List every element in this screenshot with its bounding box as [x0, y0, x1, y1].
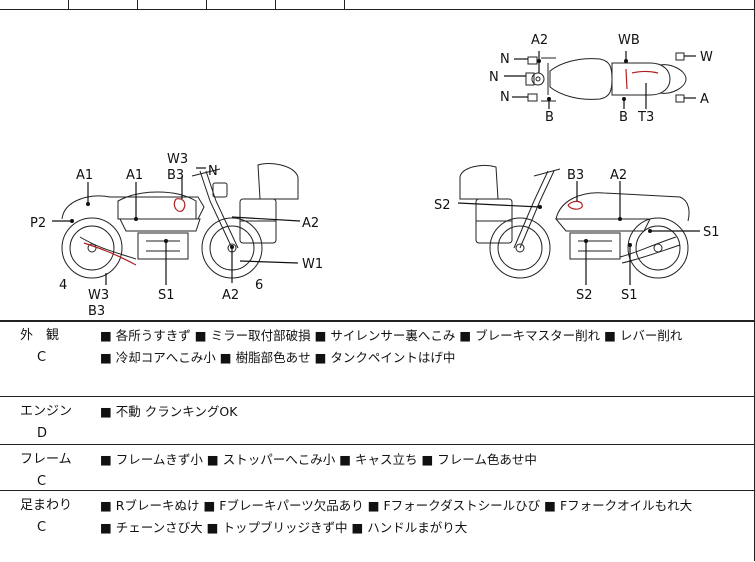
damage-mark-right-tank — [567, 200, 583, 210]
marker-label: W1 — [302, 257, 323, 272]
right-view-leaders — [457, 181, 700, 285]
condition-item: ■ ミラー取付部破損 — [194, 328, 311, 343]
top-view-labels: A2 WB N N N W A B B T3 — [489, 33, 713, 125]
marker-label: S1 — [158, 288, 175, 303]
damage-mark-tank — [173, 198, 186, 212]
condition-item: ■ Fフォークダストシールひび — [367, 498, 541, 513]
condition-items: ■ 不動 クランキングOK — [100, 401, 750, 423]
condition-item: ■ Fブレーキパーツ欠品あり — [203, 498, 364, 513]
condition-item: ■ Rブレーキぬけ — [100, 498, 200, 513]
marker-label: A1 — [126, 168, 143, 183]
damage-diagram-area: A2 WB N N N W A B B T3 — [0, 9, 755, 322]
marker-label: W3 — [88, 288, 109, 303]
marker-label: S1 — [703, 225, 720, 240]
category-grade: C — [37, 350, 47, 365]
marker-label: B3 — [88, 304, 105, 319]
marker-label: 6 — [255, 278, 263, 293]
marker-label: 4 — [59, 278, 67, 293]
damage-mark-silencer — [83, 242, 137, 266]
marker-label: B — [619, 110, 628, 125]
marker-label: S2 — [576, 288, 593, 303]
condition-row-engine: エンジン D ■ 不動 クランキングOK — [0, 396, 755, 445]
left-view-labels: W3 B3 N A1 A1 P2 A2 W1 4 6 W3 B3 S1 A2 — [30, 152, 323, 319]
marker-label: A2 — [531, 33, 548, 48]
marker-label: N — [500, 90, 510, 105]
condition-item: ■ ハンドルまがり大 — [351, 520, 468, 535]
condition-item: ■ タンクペイントはげ中 — [314, 350, 456, 365]
category-grade: C — [37, 520, 47, 535]
condition-items: ■ フレームきず小 ■ ストッパーへこみ小 ■ キャス立ち ■ フレーム色あせ中 — [100, 449, 750, 471]
marker-label: A1 — [76, 168, 93, 183]
marker-label: A2 — [610, 168, 627, 183]
category-name: フレーム — [20, 452, 72, 467]
marker-label: A2 — [222, 288, 239, 303]
marker-label: A2 — [302, 216, 319, 231]
right-view-labels: B3 A2 S2 S1 S2 S1 — [434, 168, 720, 303]
left-side-motorcycle — [61, 163, 299, 279]
marker-label: B — [545, 110, 554, 125]
condition-item: ■ サイレンサー裏へこみ — [314, 328, 456, 343]
category-grade: C — [37, 474, 47, 489]
marker-label: A — [700, 92, 709, 107]
marker-label: P2 — [30, 216, 46, 231]
top-view-motorcycle — [525, 52, 687, 103]
motorcycle-diagram: A2 WB N N N W A B B T3 — [30, 33, 720, 319]
category-name: 足まわり — [20, 498, 73, 513]
marker-label: WB — [618, 33, 640, 48]
condition-item: ■ レバー削れ — [604, 328, 683, 343]
marker-label: B3 — [567, 168, 584, 183]
right-side-motorcycle — [459, 164, 690, 279]
marker-label: N — [208, 164, 218, 179]
marker-label: W — [700, 50, 713, 65]
condition-item: ■ フレームきず小 — [100, 452, 203, 467]
condition-item: ■ ブレーキマスター削れ — [459, 328, 601, 343]
marker-label: S2 — [434, 198, 451, 213]
condition-item: ■ Fフォークオイルもれ大 — [544, 498, 693, 513]
marker-label: W3 — [167, 152, 188, 167]
condition-items: ■ Rブレーキぬけ ■ Fブレーキパーツ欠品あり ■ Fフォークダストシールひび… — [100, 495, 750, 539]
condition-item: ■ キャス立ち — [339, 452, 418, 467]
condition-item: ■ ストッパーへこみ小 — [206, 452, 336, 467]
condition-item: ■ 不動 クランキングOK — [100, 404, 238, 419]
condition-item: ■ 各所うすきず — [100, 328, 191, 343]
condition-item: ■ トップブリッジきず中 — [206, 520, 348, 535]
condition-item: ■ チェーンさび大 — [100, 520, 203, 535]
condition-item: ■ 冷却コアへこみ小 — [100, 350, 216, 365]
marker-label: N — [500, 52, 510, 67]
category-grade: D — [37, 426, 48, 441]
condition-item: ■ 樹脂部色あせ — [219, 350, 311, 365]
condition-items: ■ 各所うすきず ■ ミラー取付部破損 ■ サイレンサー裏へこみ ■ ブレーキマ… — [100, 325, 750, 369]
marker-label: N — [489, 70, 499, 85]
marker-label: S1 — [621, 288, 638, 303]
condition-row-frame: フレーム C ■ フレームきず小 ■ ストッパーへこみ小 ■ キャス立ち ■ フ… — [0, 444, 755, 491]
condition-item: ■ フレーム色あせ中 — [421, 452, 537, 467]
marker-label: T3 — [637, 110, 654, 125]
top-view-leaders — [504, 51, 696, 109]
marker-label: B3 — [167, 168, 184, 183]
category-name: エンジン — [20, 404, 73, 419]
category-name: 外 観 — [20, 328, 60, 343]
condition-row-suspension: 足まわり C ■ Rブレーキぬけ ■ Fブレーキパーツ欠品あり ■ Fフォークダ… — [0, 490, 755, 562]
header-strip — [0, 0, 755, 9]
left-view-leaders — [52, 167, 301, 285]
condition-row-exterior: 外 観 C ■ 各所うすきず ■ ミラー取付部破損 ■ サイレンサー裏へこみ ■… — [0, 320, 755, 397]
